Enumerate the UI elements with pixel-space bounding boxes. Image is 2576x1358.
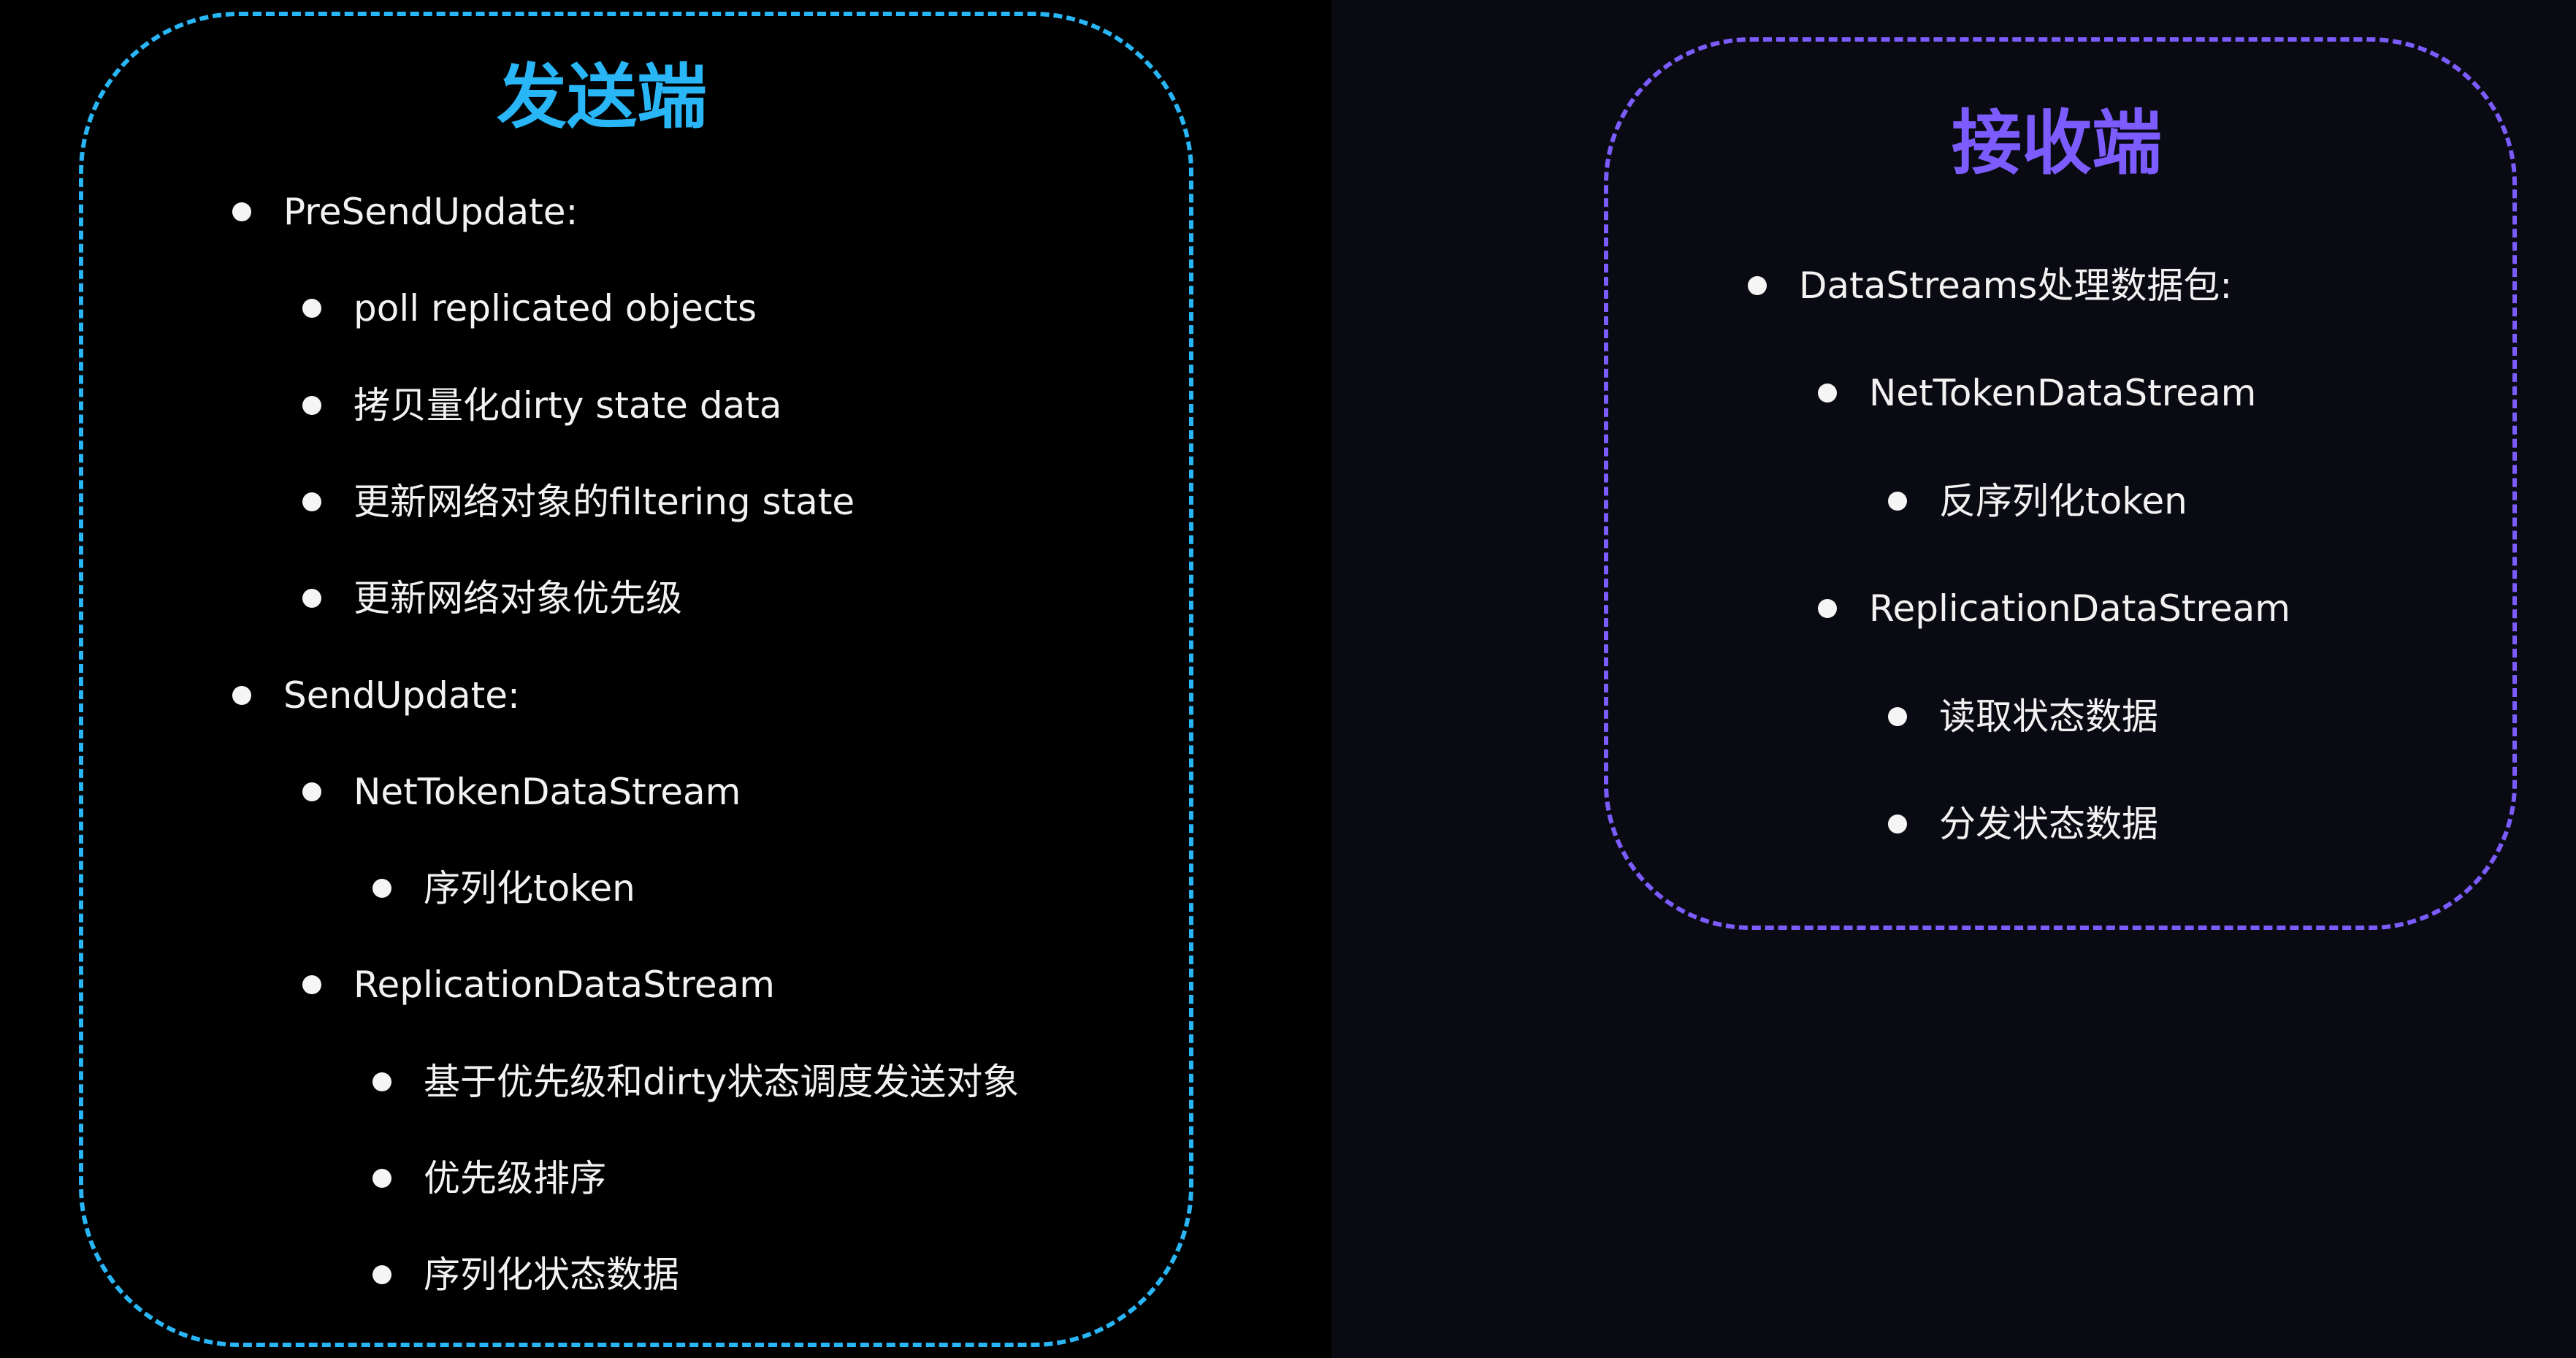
sender-list-item: PreSendUpdate: xyxy=(232,183,578,241)
sender-item-text: NetTokenDataStream xyxy=(353,771,741,813)
receiver-list-item: DataStreams处理数据包: xyxy=(1748,256,2232,315)
right-background xyxy=(1331,0,2576,1358)
bullet-icon xyxy=(372,879,391,898)
sender-item-text: 更新网络对象优先级 xyxy=(353,577,682,619)
sender-item-text: 更新网络对象的filtering state xyxy=(353,481,855,523)
bullet-icon xyxy=(232,686,251,705)
sender-item-text: ReplicationDataStream xyxy=(353,964,775,1006)
bullet-icon xyxy=(1888,492,1907,511)
sender-list-item: 更新网络对象优先级 xyxy=(302,569,682,627)
left-background xyxy=(0,0,1331,1358)
sender-dashed-frame xyxy=(79,12,1193,1347)
sender-list-item: 序列化token xyxy=(372,859,635,918)
sender-list-item: 基于优先级和dirty状态调度发送对象 xyxy=(372,1053,1019,1111)
sender-list-item: NetTokenDataStream xyxy=(302,763,741,821)
sender-list-item: 更新网络对象的filtering state xyxy=(302,473,855,531)
sender-list-item: ReplicationDataStream xyxy=(302,955,775,1014)
receiver-item-text: 读取状态数据 xyxy=(1939,695,2158,738)
sender-list-item: 优先级排序 xyxy=(372,1149,606,1208)
sender-item-text: poll replicated objects xyxy=(353,287,757,329)
receiver-item-text: 分发状态数据 xyxy=(1939,803,2158,845)
receiver-list-item: 读取状态数据 xyxy=(1888,687,2158,746)
sender-item-text: SendUpdate: xyxy=(283,674,520,717)
bullet-icon xyxy=(1818,599,1837,618)
receiver-item-text: NetTokenDataStream xyxy=(1869,372,2257,414)
bullet-icon xyxy=(232,202,251,221)
bullet-icon xyxy=(1818,384,1837,403)
bullet-icon xyxy=(1888,707,1907,726)
sender-item-text: 序列化状态数据 xyxy=(424,1254,679,1296)
bullet-icon xyxy=(302,492,321,511)
sender-list-item: 拷贝量化dirty state data xyxy=(302,376,781,435)
receiver-item-text: 反序列化token xyxy=(1939,480,2187,522)
bullet-icon xyxy=(372,1265,391,1284)
bullet-icon xyxy=(372,1169,391,1188)
sender-item-text: 基于优先级和dirty状态调度发送对象 xyxy=(424,1061,1020,1103)
bullet-icon xyxy=(372,1072,391,1091)
bullet-icon xyxy=(302,782,321,801)
receiver-item-text: DataStreams处理数据包: xyxy=(1799,264,2233,307)
receiver-item-text: ReplicationDataStream xyxy=(1869,587,2290,630)
bullet-icon xyxy=(302,589,321,608)
bullet-icon xyxy=(1748,276,1767,295)
receiver-title: 接收端 xyxy=(1952,102,2162,184)
sender-item-text: 优先级排序 xyxy=(424,1157,606,1199)
receiver-list-item: NetTokenDataStream xyxy=(1818,364,2256,422)
sender-item-text: PreSendUpdate: xyxy=(283,191,578,233)
sender-item-text: 序列化token xyxy=(424,867,635,909)
bullet-icon xyxy=(302,975,321,994)
bullet-icon xyxy=(302,299,321,318)
receiver-dashed-frame xyxy=(1604,37,2517,930)
receiver-list-item: 分发状态数据 xyxy=(1888,795,2158,853)
bullet-icon xyxy=(302,396,321,415)
sender-list-item: poll replicated objects xyxy=(302,279,757,337)
sender-list-item: SendUpdate: xyxy=(232,666,520,725)
sender-list-item: 序列化状态数据 xyxy=(372,1246,679,1304)
bullet-icon xyxy=(1888,815,1907,834)
sender-item-text: 拷贝量化dirty state data xyxy=(353,384,782,427)
sender-title: 发送端 xyxy=(497,56,707,138)
receiver-list-item: ReplicationDataStream xyxy=(1818,579,2290,638)
receiver-list-item: 反序列化token xyxy=(1888,472,2187,530)
